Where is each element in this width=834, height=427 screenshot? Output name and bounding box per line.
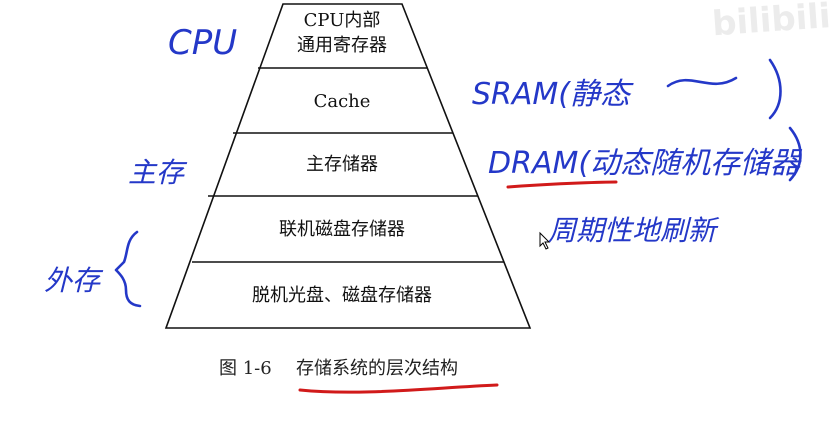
layer-registers-line2: 通用寄存器 [297,35,387,56]
sram-close-paren [768,58,782,120]
sram-tilde [666,76,738,88]
dram-close-paren [788,126,802,182]
handwritten-notes: CPU 主存 外存 SRAM(静态 DRAM(动态随机存储器 周期性地刷新 [44,23,803,308]
pyramid-outline [164,3,532,329]
dram-red-underline [506,180,618,189]
note-cpu: CPU [168,23,237,63]
layer-offline-storage: 脱机光盘、磁盘存储器 [252,285,432,306]
layer-online-disk: 联机磁盘存储器 [279,219,405,240]
layer-cache: Cache [314,91,371,112]
storage-pyramid: CPU内部 通用寄存器 Cache 主存储器 联机磁盘存储器 脱机光盘、磁盘存储… [164,3,532,329]
layer-main-memory: 主存储器 [306,154,378,175]
note-external-memory: 外存 [44,264,104,297]
figure-caption: 图 1-6 存储系统的层次结构 [219,358,499,394]
external-memory-brace [114,230,142,308]
note-dram: DRAM(动态随机存储器 [488,146,803,181]
layer-registers-line1: CPU内部 [304,10,381,31]
note-main-memory: 主存 [128,156,188,189]
caption-label: 图 1-6 [219,358,272,379]
caption-red-underline [298,383,499,394]
note-sram: SRAM(静态 [472,77,634,112]
watermark-logo: bilibili [711,0,832,44]
note-refresh: 周期性地刷新 [548,214,720,247]
caption-title: 存储系统的层次结构 [296,358,458,379]
mouse-cursor-icon [539,231,551,250]
